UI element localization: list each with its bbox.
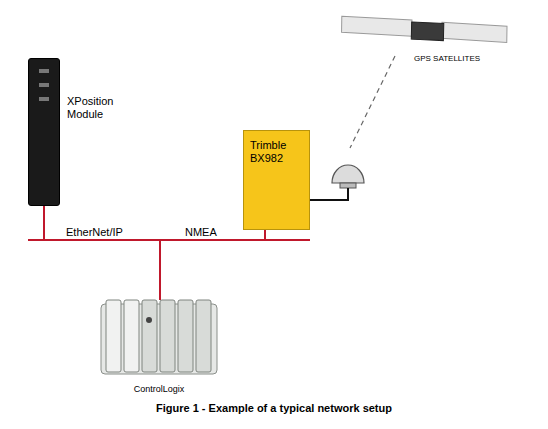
module-face bbox=[29, 59, 61, 207]
antenna-cable bbox=[310, 188, 348, 200]
plc-chassis: ControlLogix bbox=[100, 298, 218, 376]
node-label: ControlLogix bbox=[100, 384, 218, 394]
satellite-label: GPS SATELLITES bbox=[414, 54, 480, 63]
gps-antenna bbox=[332, 165, 364, 183]
network-connector bbox=[160, 230, 265, 300]
chassis-slot bbox=[124, 300, 139, 372]
solar-panel bbox=[340, 10, 414, 42]
module-led bbox=[39, 83, 49, 87]
chassis-drawing bbox=[100, 298, 218, 376]
gps-satellite bbox=[340, 3, 509, 55]
chassis-slot bbox=[106, 300, 121, 372]
solar-panel bbox=[440, 17, 509, 47]
module-indicator bbox=[146, 317, 152, 323]
satellite-body bbox=[409, 19, 445, 44]
antenna-base bbox=[340, 183, 356, 188]
device-module: XPosition Module bbox=[28, 58, 60, 206]
node-label: XPosition Module bbox=[67, 95, 127, 120]
protocol-label: NMEA bbox=[185, 226, 217, 239]
chassis-slot bbox=[160, 300, 175, 372]
signal-line bbox=[350, 56, 395, 148]
network-bus bbox=[265, 239, 310, 241]
chassis-slot bbox=[142, 300, 157, 372]
module-led bbox=[39, 69, 49, 73]
network-bus bbox=[28, 239, 44, 241]
chassis-slot bbox=[196, 300, 211, 372]
protocol-label: EtherNet/IP bbox=[66, 226, 123, 239]
module-led bbox=[39, 97, 49, 101]
gps-receiver-box: Trimble BX982 bbox=[243, 130, 310, 230]
node-label: Trimble BX982 bbox=[250, 139, 306, 164]
chassis-slot bbox=[178, 300, 193, 372]
network-connector bbox=[44, 206, 160, 300]
figure-caption: Figure 1 - Example of a typical network … bbox=[0, 402, 548, 415]
